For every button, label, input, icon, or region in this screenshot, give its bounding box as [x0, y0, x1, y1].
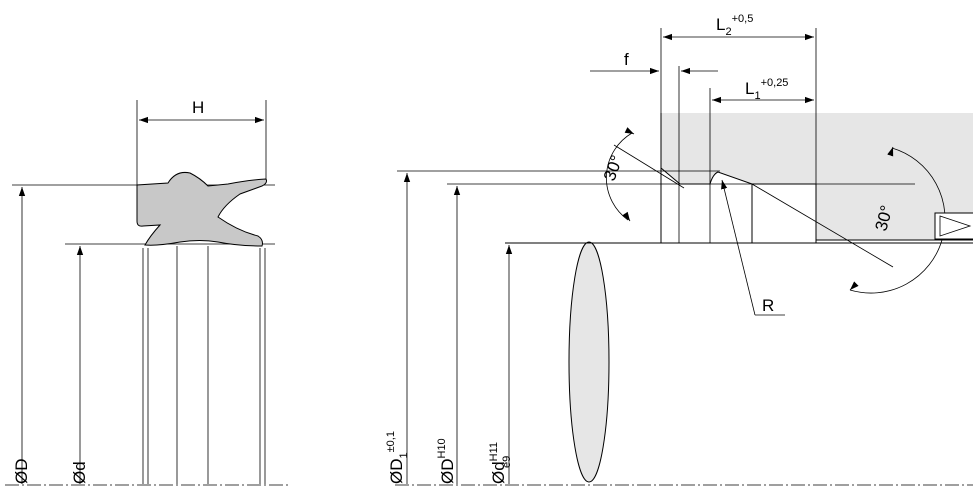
d-tol-bottom-label: e9 [501, 456, 513, 468]
angle-left-arc [606, 132, 633, 221]
chamfer-left-line [613, 144, 685, 189]
dh-label-text: ØDH10 [436, 438, 457, 484]
seal-section-view: H ØD Ød [5, 98, 290, 486]
od-label: ØD [12, 459, 31, 485]
id-label: Ød [70, 461, 89, 484]
angle-left-label: 30° [600, 153, 627, 184]
pressure-indicator-box [934, 212, 973, 240]
l2-label-text: L2+0,5 [716, 13, 753, 38]
chamfer-right-line [751, 183, 894, 268]
angle-right-arrow-bottom [849, 281, 859, 291]
d1-label-text: ØD1±0,1 [385, 431, 410, 484]
d-label-text: ØdH11 [488, 442, 508, 484]
angle-right-arc [849, 147, 946, 294]
f-label: f [624, 50, 629, 69]
h-label: H [192, 98, 204, 117]
rod-section-ellipse [568, 241, 610, 483]
angle-left-arrow-top [624, 127, 635, 135]
r-label: R [762, 296, 774, 315]
angle-right-arrow-top [887, 146, 894, 157]
radius-leader [721, 179, 756, 316]
seal-profile [136, 172, 267, 247]
pressure-direction-icon [939, 215, 972, 237]
angle-left-arrow-bottom [622, 211, 631, 222]
groove-housing-area [661, 113, 973, 240]
housing-section-view: L2+0,5 f L1+0,25 30° 30° R ØD1±0,1 ØDH1 [385, 13, 973, 486]
l1-label-text: L1+0,25 [745, 77, 788, 102]
